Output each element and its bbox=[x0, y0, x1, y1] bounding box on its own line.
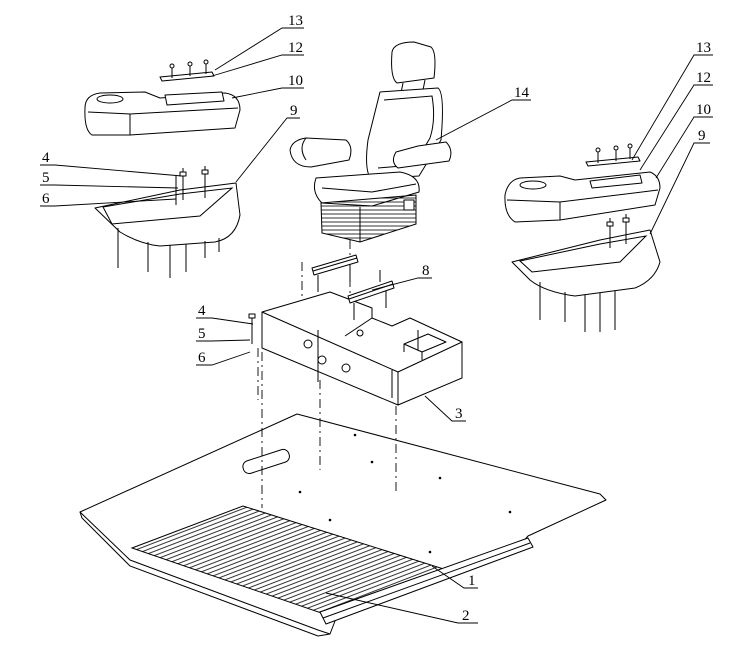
callout-13-left: 13 bbox=[288, 13, 303, 29]
callout-2: 2 bbox=[462, 608, 470, 624]
leader-5-left bbox=[40, 184, 179, 189]
right-tray bbox=[511, 214, 661, 332]
right-tray-bolts bbox=[539, 214, 630, 332]
callout-3: 3 bbox=[455, 406, 463, 422]
leader-3 bbox=[424, 395, 466, 422]
base-fasteners bbox=[248, 313, 419, 398]
leader-12-right bbox=[639, 84, 713, 171]
seat-armrest-right bbox=[392, 141, 452, 169]
left-tray bbox=[94, 166, 241, 278]
callout-6-middle: 6 bbox=[198, 350, 206, 366]
leader-14 bbox=[435, 99, 531, 141]
leader-12-left bbox=[211, 54, 304, 77]
callout-4-left: 4 bbox=[42, 150, 50, 166]
callout-13-right: 13 bbox=[696, 40, 711, 56]
callout-labels: 13 12 10 9 4 5 6 14 13 12 10 9 8 4 5 6 3… bbox=[42, 13, 711, 624]
left-tray-bolts bbox=[117, 166, 220, 278]
right-console-cup-holder bbox=[519, 180, 547, 190]
seat-headrest bbox=[391, 41, 436, 84]
callout-5-left: 5 bbox=[42, 170, 50, 186]
callout-10-left: 10 bbox=[288, 73, 303, 89]
seat-slide-rails bbox=[311, 254, 395, 320]
leader-10-right bbox=[655, 116, 713, 179]
leader-9-left bbox=[235, 117, 300, 183]
callout-5-middle: 5 bbox=[198, 326, 206, 342]
driver-seat bbox=[289, 41, 452, 243]
right-console bbox=[504, 171, 661, 223]
leader-6-middle bbox=[196, 351, 251, 366]
callout-1: 1 bbox=[468, 573, 476, 589]
leader-1 bbox=[431, 565, 478, 589]
callout-12-left: 12 bbox=[288, 40, 303, 56]
mat-rivets bbox=[298, 433, 512, 554]
callout-9-right: 9 bbox=[698, 128, 706, 144]
seat-suspension bbox=[320, 194, 417, 243]
left-console bbox=[84, 91, 241, 136]
callout-14: 14 bbox=[514, 85, 530, 101]
leader-2 bbox=[325, 592, 478, 624]
mat-edge-strip bbox=[319, 537, 534, 625]
mat-slot-hole bbox=[242, 448, 290, 475]
left-console-cup-holder bbox=[96, 94, 124, 104]
left-console-bracket bbox=[159, 59, 215, 82]
floor-mat bbox=[79, 413, 607, 637]
leader-4-left bbox=[40, 164, 183, 177]
leader-13-left bbox=[214, 27, 304, 71]
leader-13-right bbox=[631, 54, 713, 161]
leader-5-middle bbox=[196, 339, 251, 342]
callout-9-left: 9 bbox=[290, 103, 298, 119]
leader-8 bbox=[371, 277, 432, 291]
leader-9-right bbox=[649, 142, 710, 235]
callout-8: 8 bbox=[422, 263, 430, 279]
callout-4-middle: 4 bbox=[198, 303, 206, 319]
callout-10-right: 10 bbox=[696, 102, 711, 118]
base-bolt-holes bbox=[303, 329, 364, 373]
leader-10-left bbox=[231, 87, 304, 99]
seat-armrest-left bbox=[289, 137, 352, 168]
callout-6-left: 6 bbox=[42, 191, 50, 207]
seat-base-box bbox=[248, 291, 463, 406]
callout-12-right: 12 bbox=[696, 70, 711, 86]
right-console-bracket bbox=[585, 143, 641, 167]
leader-4-middle bbox=[196, 317, 254, 325]
leader-6-left bbox=[40, 198, 177, 207]
callout-leaders bbox=[40, 27, 713, 624]
